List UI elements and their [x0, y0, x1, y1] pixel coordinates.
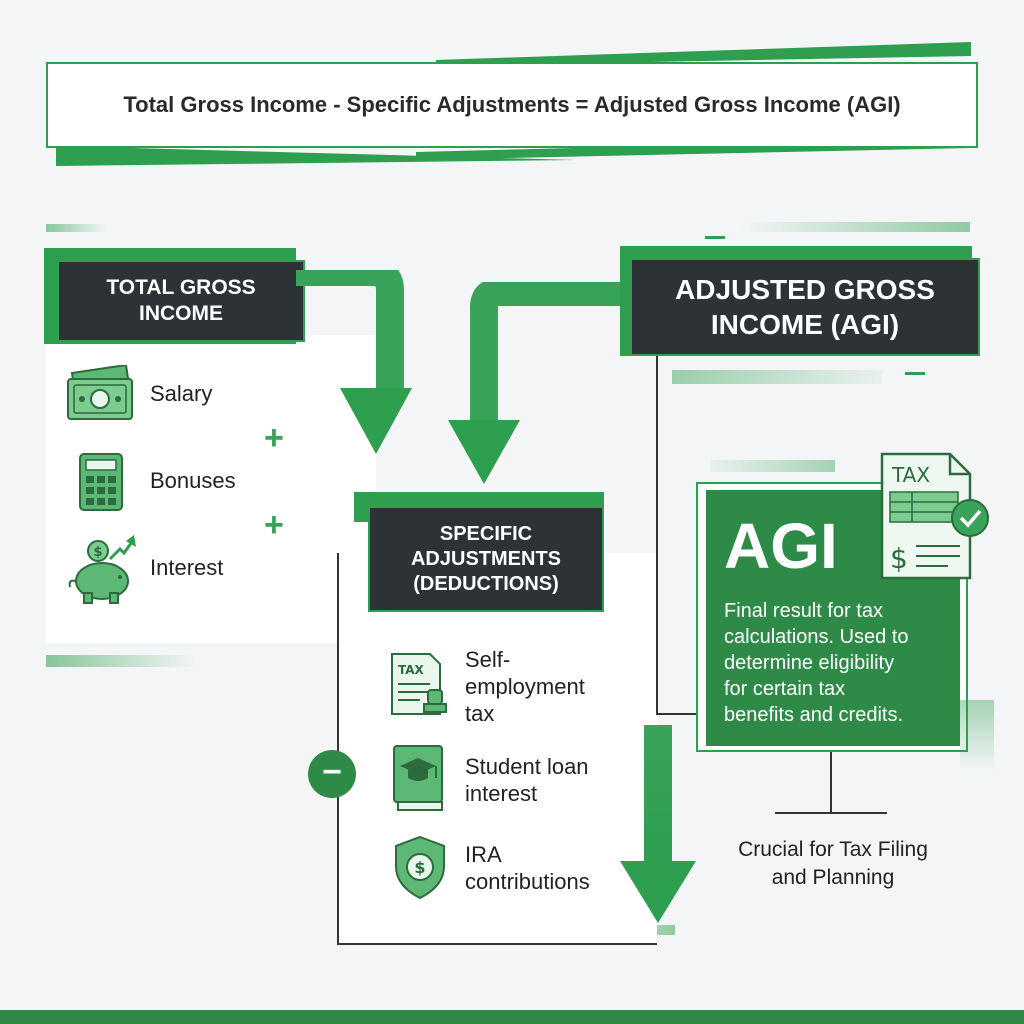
gross-title-line2: INCOME — [138, 302, 223, 325]
agi-header-title: ADJUSTED GROSS INCOME (AGI) — [630, 258, 980, 356]
book-graduation-icon — [390, 742, 450, 819]
banner-stripes — [56, 42, 971, 166]
adjustment-item-ira: IRA contributions — [465, 841, 590, 895]
tax-form-label: TAX — [891, 463, 930, 487]
card-stand — [830, 752, 832, 812]
adjustment-item-student-loan: Student loan interest — [465, 753, 589, 807]
agi-title-line1: ADJUSTED GROSS — [675, 274, 935, 305]
minus-operator: − — [308, 750, 356, 798]
agi-caption-line1: Crucial for Tax Filing — [738, 838, 928, 861]
tax-icon-label: TAX — [398, 663, 425, 677]
decor-stripe — [960, 700, 994, 772]
adjustment-self-line3: tax — [465, 701, 495, 726]
calculator-icon — [78, 452, 124, 517]
adjustment-self-line1: Self- — [465, 647, 511, 672]
adjustments-title-line1: SPECIFIC — [439, 522, 533, 545]
agi-desc-line4: for certain tax — [724, 678, 846, 700]
connector-line — [656, 713, 698, 715]
minus-sign: − — [322, 753, 342, 791]
income-item-bonuses: Bonuses — [150, 468, 236, 493]
bottom-bar — [0, 1010, 1024, 1024]
shield-dollar-icon: $ — [390, 834, 450, 907]
adjustments-title-line2: ADJUSTMENTS — [410, 547, 561, 570]
adjustment-student-line2: interest — [465, 781, 538, 806]
piggy-bank-icon: $ — [64, 535, 136, 610]
arrow-gross-to-adjustments — [296, 258, 420, 465]
formula-banner: Total Gross Income - Specific Adjustment… — [46, 62, 978, 148]
card-stand-base — [775, 812, 887, 814]
agi-desc-line2: calculations. Used to — [724, 626, 909, 648]
decor-dash — [705, 236, 725, 239]
adjustments-panel — [337, 553, 657, 945]
agi-desc-line5: benefits and credits. — [724, 704, 903, 726]
agi-title-line2: INCOME (AGI) — [710, 309, 900, 340]
svg-text:$: $ — [93, 545, 102, 560]
arrow-adjustments-to-result — [618, 725, 698, 930]
adjustment-student-line1: Student loan — [465, 754, 589, 779]
decor-stripe — [46, 224, 106, 232]
decor-dash — [905, 372, 925, 375]
adjustment-ira-line1: IRA — [465, 842, 502, 867]
agi-caption-line2: and Planning — [771, 866, 895, 889]
tax-form-check-icon: TAX $ — [878, 450, 996, 595]
agi-desc-line1: Final result for tax — [724, 600, 883, 622]
plus-operator: + — [264, 506, 284, 544]
income-item-interest: Interest — [150, 555, 224, 580]
agi-desc-line3: determine eligibility — [724, 652, 895, 674]
agi-caption: Crucial for Tax Filing and Planning — [706, 836, 960, 892]
formula-text: Total Gross Income - Specific Adjustment… — [123, 92, 901, 117]
agi-card-title: AGI — [724, 510, 838, 582]
income-item-salary: Salary — [150, 381, 213, 406]
adjustment-item-self-employment: Self- employment tax — [465, 646, 585, 727]
gross-income-title: TOTAL GROSS INCOME — [57, 260, 305, 342]
svg-text:$: $ — [890, 542, 908, 575]
plus-operator: + — [264, 419, 284, 457]
adjustments-title-line3: (DEDUCTIONS) — [413, 572, 559, 595]
gross-title-line1: TOTAL GROSS — [106, 275, 256, 299]
decor-stripe — [46, 655, 196, 667]
adjustment-self-line2: employment — [465, 674, 585, 699]
arrow-agi-to-adjustments — [446, 278, 626, 492]
tax-document-icon: TAX — [386, 650, 456, 725]
money-bill-icon — [66, 363, 136, 428]
agi-title-accent-side — [620, 246, 632, 356]
adjustment-ira-line2: contributions — [465, 869, 590, 894]
formula-banner-decor — [56, 42, 971, 166]
connector-line — [656, 355, 658, 715]
decor-stripe — [740, 222, 970, 232]
decor-stripe — [672, 370, 882, 384]
agi-description: Final result for tax calculations. Used … — [724, 598, 956, 728]
adjustments-title: SPECIFIC ADJUSTMENTS (DEDUCTIONS) — [368, 506, 604, 612]
decor-stripe — [710, 460, 835, 472]
svg-text:$: $ — [414, 858, 425, 877]
